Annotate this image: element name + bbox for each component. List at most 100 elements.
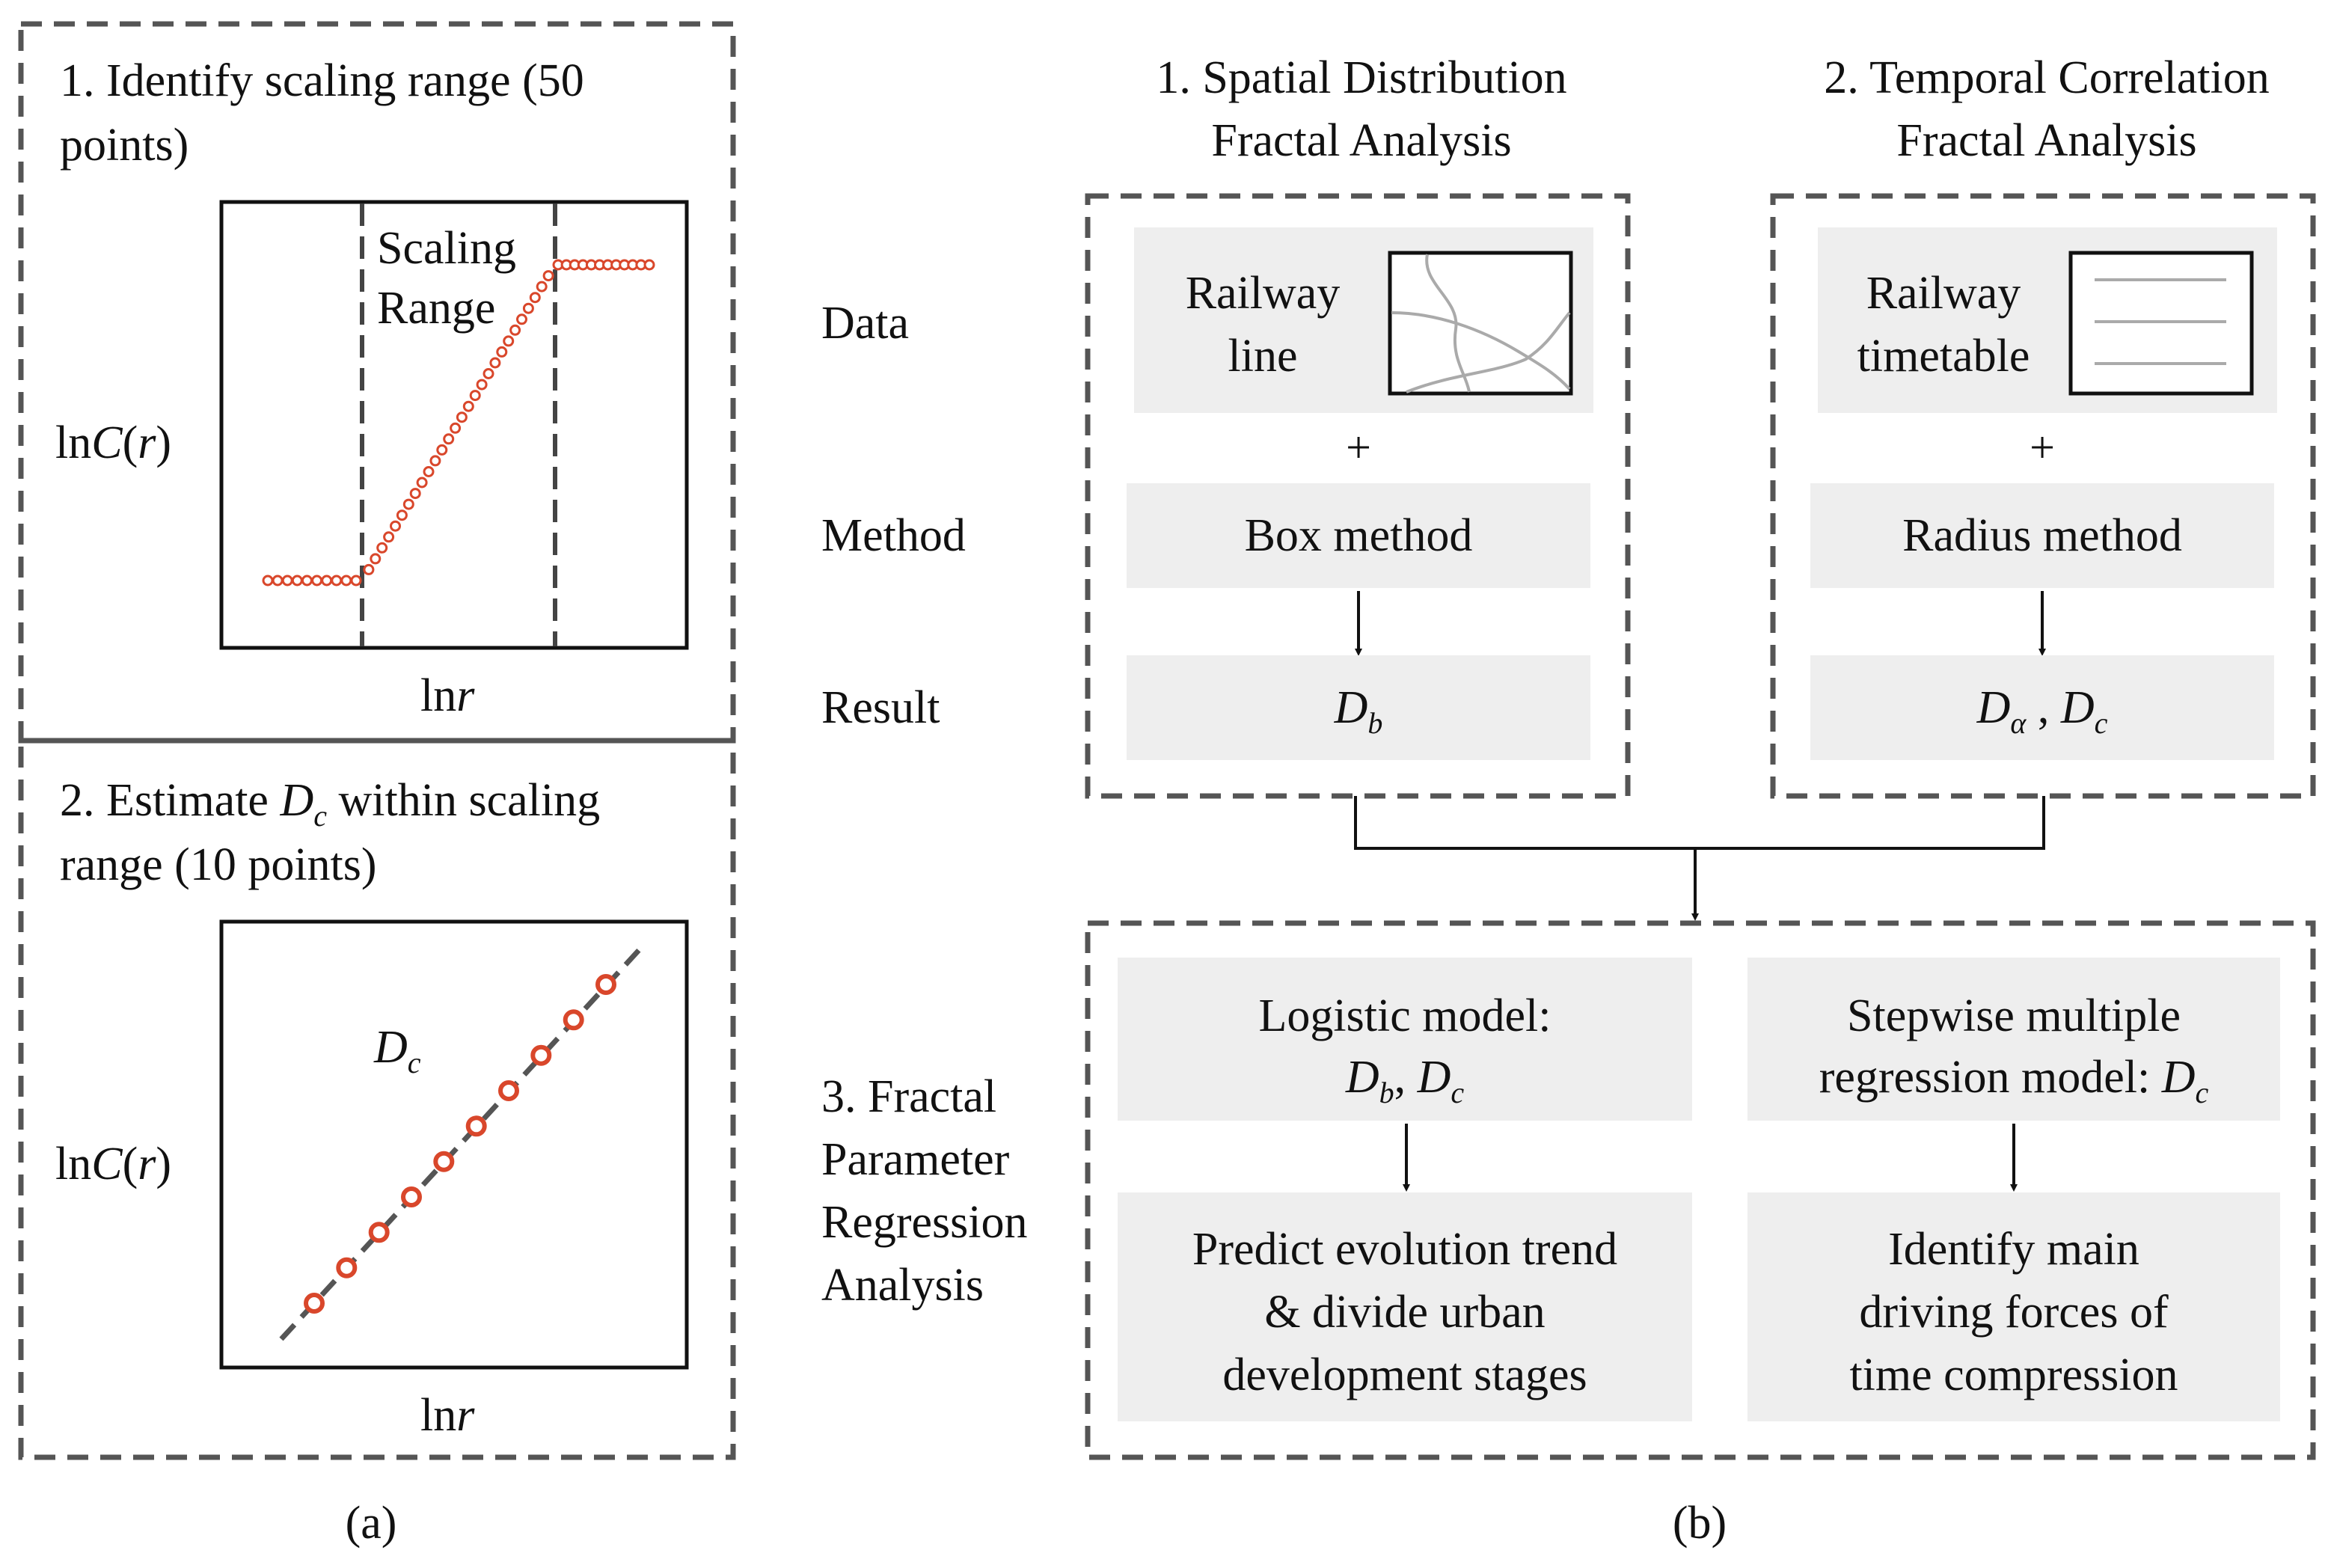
col2-result-sub2: c bbox=[2095, 706, 2108, 740]
reg-left-sub1: b bbox=[1379, 1076, 1394, 1109]
step1-frame bbox=[18, 21, 736, 744]
row-label-regression-4: Analysis bbox=[821, 1260, 984, 1311]
step2-frame bbox=[18, 738, 736, 1460]
caption-a: (a) bbox=[346, 1498, 397, 1549]
step1-ylabel-r: r bbox=[138, 417, 156, 468]
step1-point-26 bbox=[462, 400, 474, 412]
step2-title-sub: c bbox=[313, 799, 327, 833]
step1-ylabel-open: ( bbox=[123, 417, 138, 468]
reg-right-model-box bbox=[1747, 958, 2280, 1121]
step1-point-33 bbox=[509, 324, 521, 336]
step1-point-17 bbox=[402, 498, 414, 510]
step2-point-5 bbox=[433, 1151, 455, 1172]
dc-label-d: D bbox=[373, 1022, 408, 1073]
col2-result-sub1: α bbox=[2010, 706, 2027, 740]
step2-xlabel-r: r bbox=[456, 1390, 475, 1441]
reg-right-out-line1: Identify main bbox=[1888, 1224, 2139, 1275]
step1-title-line1: 1. Identify scaling range (50 bbox=[60, 55, 584, 106]
step1-point-29 bbox=[483, 368, 494, 379]
dc-label-sub: c bbox=[408, 1046, 421, 1079]
row-label-result: Result bbox=[821, 682, 940, 733]
col1-frame bbox=[1085, 193, 1631, 799]
col2-data-line1: Railway bbox=[1866, 268, 2021, 319]
reg-left-d1: D bbox=[1345, 1052, 1379, 1103]
col2-result-d1: D bbox=[1976, 682, 2011, 733]
step1-title-line2: points) bbox=[60, 120, 189, 171]
step1-point-35 bbox=[522, 302, 534, 314]
step2-point-10 bbox=[595, 974, 616, 995]
step1-point-3 bbox=[281, 575, 293, 587]
step2-ylabel-close: ) bbox=[156, 1139, 171, 1189]
step1-point-27 bbox=[469, 390, 481, 402]
scaling-label-line1: Scaling bbox=[377, 223, 516, 274]
step2-point-1 bbox=[304, 1293, 325, 1314]
step2-plot-area bbox=[219, 919, 689, 1370]
step1-point-32 bbox=[503, 335, 515, 347]
reg-right-line2-pre: regression model: bbox=[1819, 1052, 2162, 1103]
dc-label: Dc bbox=[373, 1022, 421, 1079]
step2-title-line1: 2. Estimate Dc within scaling bbox=[60, 775, 600, 833]
step1-point-13 bbox=[376, 542, 388, 554]
reg-right-out-line3: time compression bbox=[1849, 1350, 2178, 1400]
step1-point-10 bbox=[350, 575, 362, 587]
reg-left-line1: Logistic model: bbox=[1259, 990, 1552, 1041]
col1-result-sub: b bbox=[1367, 706, 1382, 740]
col1-result-d: D bbox=[1334, 682, 1368, 733]
step2-title-line2: range (10 points) bbox=[60, 839, 377, 890]
step1-point-11 bbox=[363, 563, 375, 575]
scaling-label-line2: Range bbox=[377, 283, 495, 334]
col2-result: Dα , Dc bbox=[1976, 682, 2108, 740]
row-label-regression-3: Regression bbox=[821, 1197, 1028, 1248]
step1-xlabel-r: r bbox=[456, 670, 475, 721]
step1-ylabel: lnC(r) bbox=[55, 417, 171, 468]
step2-ylabel-ln: ln bbox=[55, 1139, 91, 1189]
step2-point-2 bbox=[336, 1257, 358, 1278]
col2-frame bbox=[1770, 193, 2316, 799]
reg-left-line2: Db, Dc bbox=[1345, 1052, 1465, 1109]
step1-point-37 bbox=[536, 281, 548, 293]
step2-ylabel-r: r bbox=[138, 1139, 156, 1189]
col1-plus: + bbox=[1346, 423, 1371, 472]
step2-point-4 bbox=[401, 1186, 422, 1207]
timetable-icon bbox=[2068, 251, 2254, 396]
step1-point-9 bbox=[340, 575, 352, 587]
col2-plus: + bbox=[2030, 423, 2055, 472]
step2-point-6 bbox=[465, 1115, 487, 1137]
step1-point-2 bbox=[272, 575, 284, 587]
step1-point-24 bbox=[450, 422, 462, 434]
step2-ylabel-open: ( bbox=[123, 1139, 138, 1189]
row-label-regression-2: Parameter bbox=[821, 1134, 1010, 1185]
col1-result-box bbox=[1127, 655, 1590, 760]
step1-points bbox=[262, 259, 655, 587]
row-label-data: Data bbox=[821, 298, 909, 349]
reg-right-sub: c bbox=[2196, 1076, 2209, 1109]
step1-point-20 bbox=[423, 466, 435, 477]
col2-data-line2: timetable bbox=[1857, 331, 2030, 382]
reg-right-out-line2: driving forces of bbox=[1859, 1287, 2169, 1338]
step1-point-18 bbox=[409, 488, 421, 500]
col1-title-line1: 1. Spatial Distribution bbox=[1156, 52, 1566, 103]
regression-frame bbox=[1085, 920, 2316, 1460]
col1-title-line2: Fractal Analysis bbox=[1211, 115, 1511, 166]
step1-point-38 bbox=[542, 270, 554, 282]
step1-point-5 bbox=[301, 575, 313, 587]
reg-left-d2: D bbox=[1417, 1052, 1451, 1103]
col1-data-line2: line bbox=[1228, 331, 1298, 382]
col2-result-sep: , bbox=[2026, 682, 2061, 733]
step1-ylabel-c: C bbox=[91, 417, 123, 468]
reg-right-line1: Stepwise multiple bbox=[1847, 990, 2181, 1041]
col2-title-line1: 2. Temporal Correlation bbox=[1824, 52, 2269, 103]
step2-title-d: D bbox=[279, 775, 313, 826]
step1-point-22 bbox=[436, 444, 448, 456]
col1-method: Box method bbox=[1245, 510, 1473, 561]
col1-method-box bbox=[1127, 483, 1590, 588]
col1-data-line1: Railway bbox=[1186, 268, 1341, 319]
step1-point-15 bbox=[390, 520, 401, 532]
step2-ylabel: lnC(r) bbox=[55, 1139, 171, 1189]
col2-method: Radius method bbox=[1902, 510, 2182, 561]
col2-title-line2: Fractal Analysis bbox=[1896, 115, 2196, 166]
reg-left-sep: , bbox=[1394, 1052, 1418, 1103]
step1-point-34 bbox=[516, 313, 527, 325]
step1-ylabel-ln: ln bbox=[55, 417, 91, 468]
